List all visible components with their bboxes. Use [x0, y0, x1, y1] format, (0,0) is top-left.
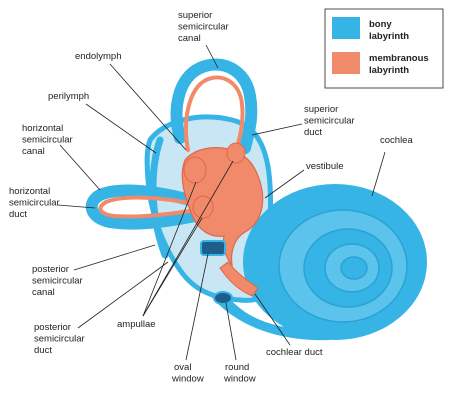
leader-endolymph	[109, 63, 187, 151]
leader-posterior-duct	[77, 261, 169, 329]
legend-label-bony-1: bony	[369, 19, 392, 30]
cochlea	[243, 184, 427, 340]
legend-label-membranous-2: labyrinth	[369, 65, 409, 76]
leader-vestibule	[264, 169, 305, 199]
ampulla-1	[183, 156, 207, 184]
ampulla-3	[226, 142, 246, 164]
label-cochlear-duct: cochlear duct	[266, 347, 323, 358]
legend-label-membranous-1: membranous	[369, 53, 429, 64]
legend-swatch-membranous	[332, 52, 360, 74]
leader-cochlear-duct	[254, 293, 291, 346]
label-vestibule: vestibule	[306, 161, 344, 172]
leader-lines	[57, 44, 386, 361]
leader-cochlea	[371, 151, 386, 197]
cochlear-duct-membranous	[219, 261, 259, 297]
leader-ampullae-3	[142, 160, 234, 317]
cochlea-apex	[340, 256, 368, 280]
label-cochlea: cochlea	[380, 135, 413, 146]
label-endolymph: endolymph	[75, 51, 121, 62]
horizontal-duct	[98, 195, 200, 219]
legend-label-bony-2: labyrinth	[369, 31, 409, 42]
membranous-labyrinth	[98, 75, 264, 297]
leader-superior-canal	[205, 44, 219, 69]
leader-horizontal-duct	[57, 204, 96, 209]
leader-round-window	[225, 302, 237, 361]
round-window-shape	[213, 291, 233, 305]
legend	[324, 8, 444, 89]
ampulla-2	[192, 195, 214, 219]
posterior-canal-bony	[149, 136, 169, 259]
leader-posterior-canal	[73, 244, 156, 271]
superior-canal-bony	[170, 58, 258, 154]
superior-duct	[184, 75, 245, 152]
leader-perilymph	[85, 103, 157, 154]
windows	[200, 240, 233, 305]
cochlea-basal-turn	[245, 285, 320, 335]
oval-window-shape	[200, 240, 226, 256]
label-ampullae: ampullae	[117, 319, 156, 330]
leader-horizontal-canal	[59, 144, 101, 191]
leader-ampullae-1	[142, 181, 197, 317]
label-perilymph: perilymph	[48, 91, 89, 102]
legend-swatch-bony	[332, 17, 360, 39]
leader-superior-duct	[251, 123, 303, 136]
leader-oval-window	[185, 253, 209, 361]
